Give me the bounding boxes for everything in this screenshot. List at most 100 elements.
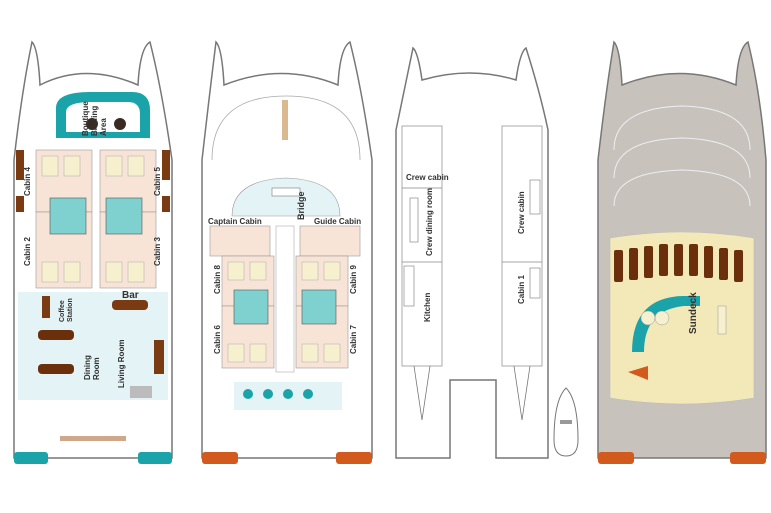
- bed: [249, 261, 267, 281]
- bed: [323, 343, 341, 363]
- label-cabin2: Cabin 2: [23, 237, 32, 266]
- sun-lounger: [704, 246, 713, 278]
- label-station: Station: [67, 298, 74, 322]
- bed: [301, 343, 319, 363]
- stern-pad: [14, 452, 48, 464]
- label-bridge: Bridge: [296, 191, 306, 220]
- port-keel: [413, 365, 431, 421]
- label-briefing: Briefing: [90, 106, 99, 136]
- sun-lounger: [644, 246, 653, 278]
- label-room: Room: [92, 357, 101, 380]
- bed: [227, 261, 245, 281]
- label-cabin4: Cabin 4: [23, 167, 32, 196]
- kitchen-counter: [403, 265, 415, 307]
- label-cabin9: Cabin 9: [349, 265, 358, 294]
- bed: [323, 261, 341, 281]
- bathroom: [233, 289, 269, 325]
- label-cabin5: Cabin 5: [153, 167, 162, 196]
- guide-cabin-floor: [299, 225, 361, 257]
- jacuzzi-seat: [303, 389, 313, 399]
- living-room-table: [154, 340, 164, 374]
- label-cabin8: Cabin 8: [213, 265, 222, 294]
- label-dining: Dining: [83, 355, 92, 380]
- label-cabin7: Cabin 7: [349, 325, 358, 354]
- briefing-stool-left: [86, 118, 98, 130]
- canopy-arc: [613, 137, 751, 179]
- briefing-stool-right: [114, 118, 126, 130]
- deck-fan: [628, 366, 648, 380]
- sun-lounger: [629, 248, 638, 280]
- label-crew-cabin-side: Crew cabin: [517, 191, 526, 234]
- dining-table: [38, 364, 74, 374]
- captain-cabin-floor: [209, 225, 271, 257]
- staircase: [130, 386, 152, 398]
- aft-deck-strip: [60, 436, 126, 441]
- bed: [105, 261, 123, 283]
- label-crew-dining: Crew dining room: [425, 188, 434, 256]
- starboard-keel: [513, 365, 531, 421]
- bed: [63, 155, 81, 177]
- bar-counter: [112, 300, 148, 310]
- wood-panel: [16, 196, 24, 212]
- sun-lounger: [614, 250, 623, 282]
- label-coffee: Coffee: [59, 300, 66, 322]
- bathroom: [49, 197, 87, 235]
- bathroom: [105, 197, 143, 235]
- stern-pad: [202, 452, 238, 464]
- wood-panel: [162, 196, 170, 212]
- label-cabin3: Cabin 3: [153, 237, 162, 266]
- label-area: Area: [99, 118, 108, 136]
- lounge-seating: [632, 296, 700, 352]
- label-guide-cabin: Guide Cabin: [314, 217, 361, 226]
- label-crew-cabin-top: Crew cabin: [406, 173, 449, 182]
- jacuzzi-seat: [283, 389, 293, 399]
- label-captain-cabin: Captain Cabin: [208, 217, 262, 226]
- dinghy-seat: [560, 420, 572, 424]
- stern-pad: [138, 452, 172, 464]
- cabin1-bed: [529, 267, 541, 299]
- label-cabin6: Cabin 6: [213, 325, 222, 354]
- sun-lounger: [734, 250, 743, 282]
- wood-panel: [162, 150, 170, 180]
- coffee-station-counter: [42, 296, 50, 318]
- bed: [249, 343, 267, 363]
- bed: [301, 261, 319, 281]
- canopy-arc: [613, 169, 751, 207]
- sun-lounger: [719, 248, 728, 280]
- canopy-arc: [613, 105, 751, 151]
- bed: [63, 261, 81, 283]
- sun-lounger: [689, 244, 698, 276]
- deck-lower: Crew cabin Crew dining room Crew cabin K…: [395, 46, 579, 459]
- bridge-room: [231, 177, 341, 217]
- deck-main: Boutique Briefing Area Cabin 4 Cabin 5 C…: [13, 40, 173, 464]
- wood-panel: [16, 150, 24, 180]
- lounge-table: [654, 310, 670, 326]
- label-living-room: Living Room: [117, 340, 126, 388]
- foredeck-walkway: [282, 100, 288, 140]
- bed: [227, 343, 245, 363]
- lounge-table: [640, 310, 656, 326]
- bar-stools: [717, 305, 727, 335]
- label-boutique: Boutique: [81, 101, 90, 136]
- bathroom: [301, 289, 337, 325]
- starboard-hull-room: [501, 125, 543, 367]
- label-bar: Bar: [122, 290, 139, 301]
- dining-table: [38, 330, 74, 340]
- bed: [105, 155, 123, 177]
- bed: [41, 155, 59, 177]
- stern-pad: [336, 452, 372, 464]
- crew-bunk: [529, 179, 541, 215]
- sun-lounger: [674, 244, 683, 276]
- label-cabin1: Cabin 1: [517, 275, 526, 304]
- sun-lounger: [659, 244, 668, 276]
- jacuzzi-seat: [243, 389, 253, 399]
- jacuzzi-seat: [263, 389, 273, 399]
- deck-upper: Bridge Captain Cabin Guide Cabin Cabin 8…: [201, 40, 373, 464]
- crew-dining-table: [409, 197, 419, 243]
- port-hull-room: [401, 125, 443, 367]
- foredeck-arc: [211, 95, 361, 161]
- label-kitchen: Kitchen: [423, 293, 432, 322]
- bed: [41, 261, 59, 283]
- bed: [127, 261, 145, 283]
